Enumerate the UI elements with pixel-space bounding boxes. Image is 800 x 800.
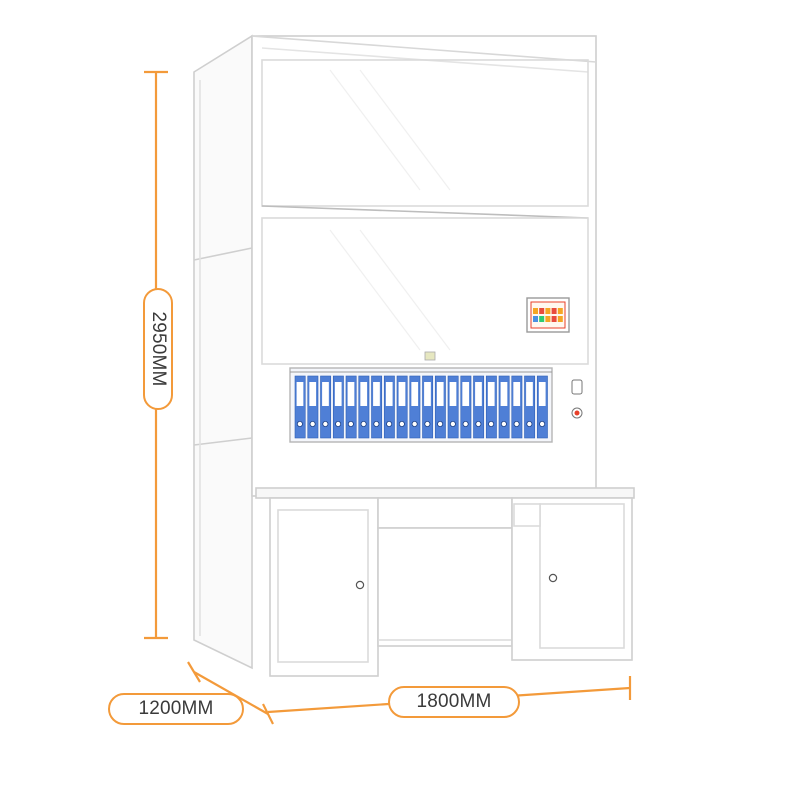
binder (396, 375, 408, 439)
screen-tile (557, 316, 563, 322)
left-cabinet-door (277, 509, 369, 663)
binder (409, 375, 421, 439)
touch-screen (526, 297, 570, 333)
binder (307, 375, 319, 439)
window-indicator-light (424, 351, 436, 361)
screen-tile (533, 316, 538, 322)
door-locks (355, 573, 558, 590)
binder-row (294, 375, 548, 439)
binder (358, 375, 370, 439)
binder (511, 375, 523, 439)
binder (320, 375, 332, 439)
binder (524, 375, 536, 439)
desk-section (269, 497, 633, 677)
screen-tile (539, 308, 545, 314)
middle-panel (261, 217, 589, 365)
screen-tile (545, 308, 551, 314)
height-dimension-label: 2950MM (143, 288, 173, 410)
screen-tile (557, 308, 563, 314)
binder (332, 375, 344, 439)
binder (422, 375, 434, 439)
screen-tile (545, 316, 551, 322)
knee-space (377, 527, 513, 647)
binder (447, 375, 459, 439)
binder (498, 375, 510, 439)
right-lock-icon (548, 573, 558, 583)
control-panel (571, 379, 583, 419)
binder (383, 375, 395, 439)
binder (460, 375, 472, 439)
upper-access-panel (261, 59, 589, 207)
screen-tile (551, 308, 557, 314)
binder (473, 375, 485, 439)
binder (434, 375, 446, 439)
width-dimension-label: 1800MM (388, 686, 520, 718)
screen-tile (551, 316, 557, 322)
binder (371, 375, 383, 439)
binder (294, 375, 306, 439)
emergency-stop-icon (574, 410, 580, 416)
cabinet-side-panel (193, 34, 253, 670)
panel-reflections (329, 69, 451, 351)
access-window (289, 351, 553, 443)
key-switch-icon (571, 379, 583, 395)
left-lock-icon (355, 580, 365, 590)
desk-drawer (377, 497, 513, 529)
binder (345, 375, 357, 439)
depth-dimension-label: 1200MM (108, 693, 244, 725)
screen-tile (533, 308, 538, 314)
screen-tiles (533, 308, 563, 322)
screen-tile (539, 316, 545, 322)
binder (536, 375, 548, 439)
binder (485, 375, 497, 439)
